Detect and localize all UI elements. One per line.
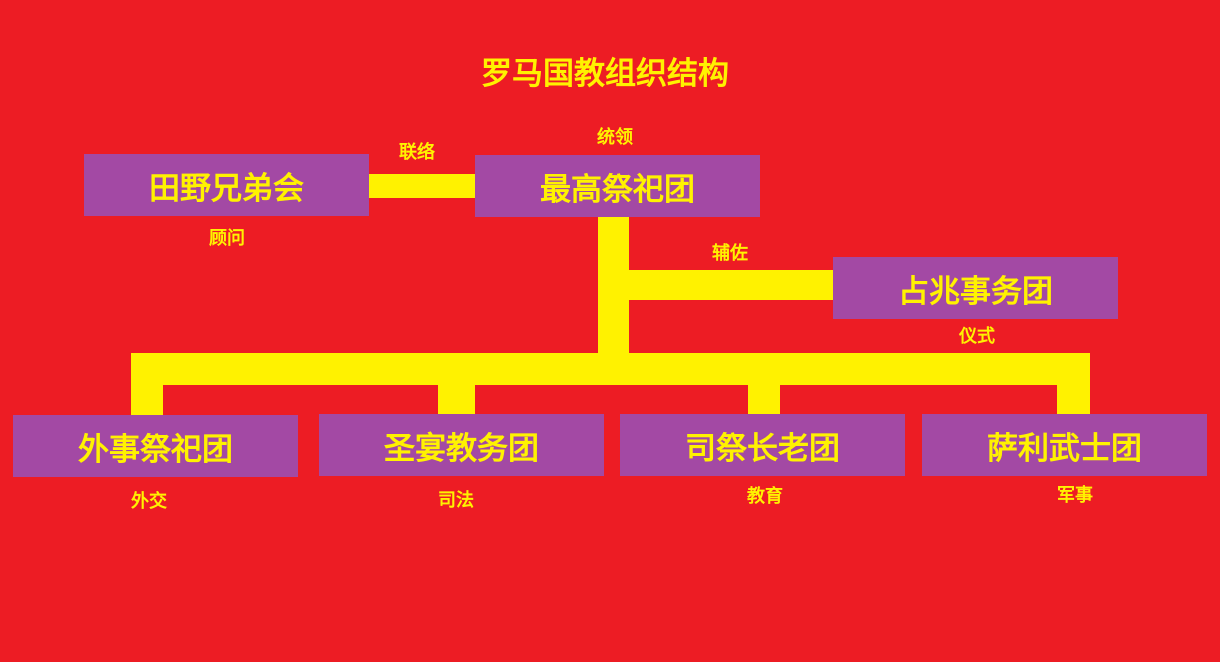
role-label-epulones: 司法: [438, 490, 474, 511]
role-label-salii: 军事: [1057, 485, 1093, 506]
edge-label-assist: 辅佐: [712, 243, 748, 264]
node-pontifices: 最高祭祀团: [475, 155, 760, 217]
node-epulones: 圣宴教务团: [319, 414, 604, 476]
diagram-title: 罗马国教组织结构: [481, 56, 729, 92]
node-flamines: 司祭长老团: [620, 414, 905, 476]
node-field-brothers: 田野兄弟会: [84, 154, 369, 216]
connector-drop-flamines: [748, 353, 780, 415]
connector-assist: [598, 270, 834, 300]
role-label-fetials: 外交: [131, 491, 167, 512]
node-fetials: 外事祭祀团: [13, 415, 298, 477]
connector-horizontal-bus: [131, 353, 1090, 385]
role-label-pontifices: 统领: [597, 127, 633, 148]
role-label-flamines: 教育: [747, 486, 783, 507]
role-label-field-brothers: 顾问: [209, 228, 245, 249]
connector-drop-epulones: [438, 353, 475, 415]
node-augurs: 占兆事务团: [833, 257, 1118, 319]
connector-liaison: [367, 174, 476, 198]
edge-label-liaison: 联络: [399, 142, 435, 163]
connector-drop-fetials: [131, 353, 163, 416]
connector-drop-salii: [1057, 353, 1090, 415]
node-salii: 萨利武士团: [922, 414, 1207, 476]
role-label-augurs: 仪式: [959, 326, 995, 347]
